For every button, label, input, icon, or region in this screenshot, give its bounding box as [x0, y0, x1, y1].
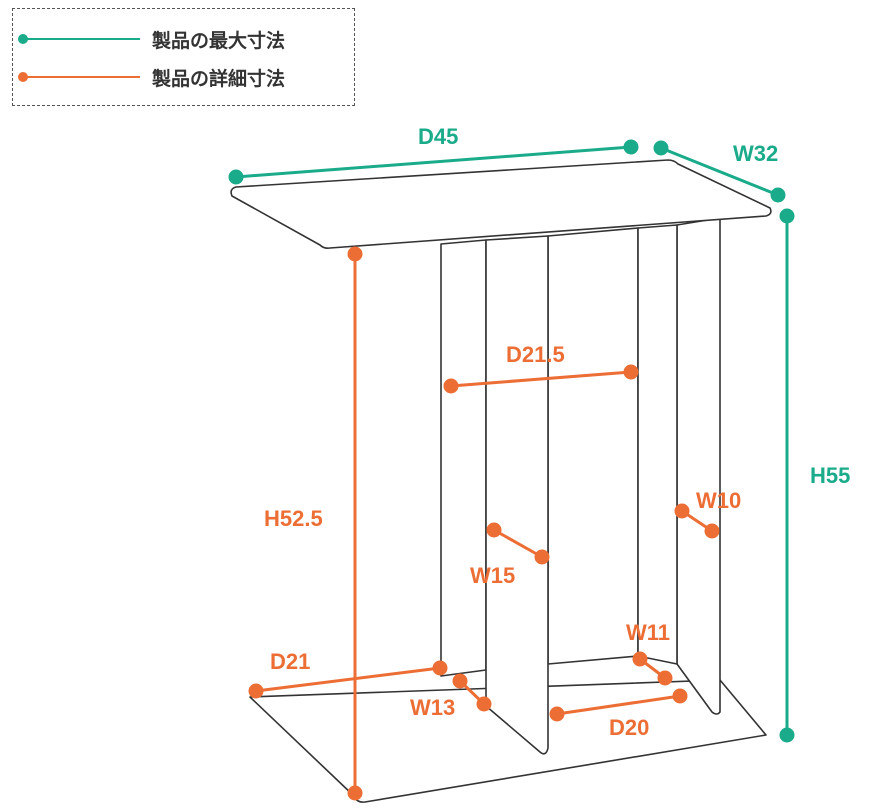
base-depth-a-label: D21 — [270, 649, 311, 674]
panel-width-d-start-dot — [452, 673, 468, 689]
panel-width-c-start-dot — [632, 651, 648, 667]
panel-width-c-label: W11 — [626, 620, 671, 645]
height-max-label: H55 — [810, 463, 851, 488]
legend-dot-detail — [18, 72, 28, 82]
depth-max-line — [235, 145, 632, 179]
panel-gap-depth-end-dot — [623, 364, 639, 380]
depth-max-label: D45 — [418, 124, 459, 149]
panel-gap-depth-line — [450, 370, 632, 388]
panel-width-a-start-dot — [486, 522, 502, 538]
panel-back-left — [440, 239, 487, 677]
panel-gap-depth-label: D21.5 — [506, 342, 565, 367]
width-max-start-dot — [653, 140, 669, 156]
panel-inner-right — [637, 224, 678, 665]
width-max-line — [660, 146, 779, 197]
panel-width-d-label: W13 — [410, 695, 456, 720]
base-depth-b-label: D20 — [609, 715, 650, 740]
leg-height-start-dot — [347, 246, 363, 262]
width-max-label: W32 — [733, 141, 779, 166]
top-plate — [230, 159, 772, 249]
width-max-end-dot — [770, 187, 786, 203]
legend — [12, 8, 355, 106]
legend-dot-max — [18, 34, 28, 44]
base-depth-a-line — [255, 666, 441, 693]
legend-label-detail: 製品の詳細寸法 — [152, 67, 286, 90]
leg-height-label: H52.5 — [264, 506, 323, 531]
base-depth-b-start-dot — [549, 706, 565, 722]
legend-label-max: 製品の最大寸法 — [152, 29, 286, 52]
panel-front-left — [485, 235, 549, 755]
panel-width-b-end-dot — [704, 523, 720, 539]
panel-width-a-label: W15 — [470, 563, 516, 588]
panel-width-b-start-dot — [674, 503, 690, 519]
legend-item-max: 製品の最大寸法 — [18, 24, 286, 54]
depth-max-start-dot — [228, 169, 244, 185]
panel-width-d-end-dot — [476, 696, 492, 712]
panel-width-a-end-dot — [534, 549, 550, 565]
leg-height-end-dot — [347, 785, 363, 801]
height-max-start-dot — [779, 208, 795, 224]
panel-back-right — [676, 217, 721, 715]
legend-swatch-detail — [18, 72, 140, 82]
panel-width-b-label: W10 — [696, 488, 742, 513]
legend-swatch-max — [18, 34, 140, 44]
panel-width-c-end-dot — [657, 670, 673, 686]
panel-width-a-line — [493, 528, 543, 559]
panel-gap-depth-start-dot — [443, 378, 459, 394]
base-depth-a-end-dot — [432, 660, 448, 676]
legend-item-detail: 製品の詳細寸法 — [18, 62, 286, 92]
height-max-end-dot — [779, 727, 795, 743]
panel-rear-right — [547, 227, 639, 665]
base-depth-b-line — [556, 694, 681, 716]
base-depth-b-end-dot — [672, 688, 688, 704]
base-depth-a-start-dot — [248, 683, 264, 699]
depth-max-end-dot — [623, 139, 639, 155]
